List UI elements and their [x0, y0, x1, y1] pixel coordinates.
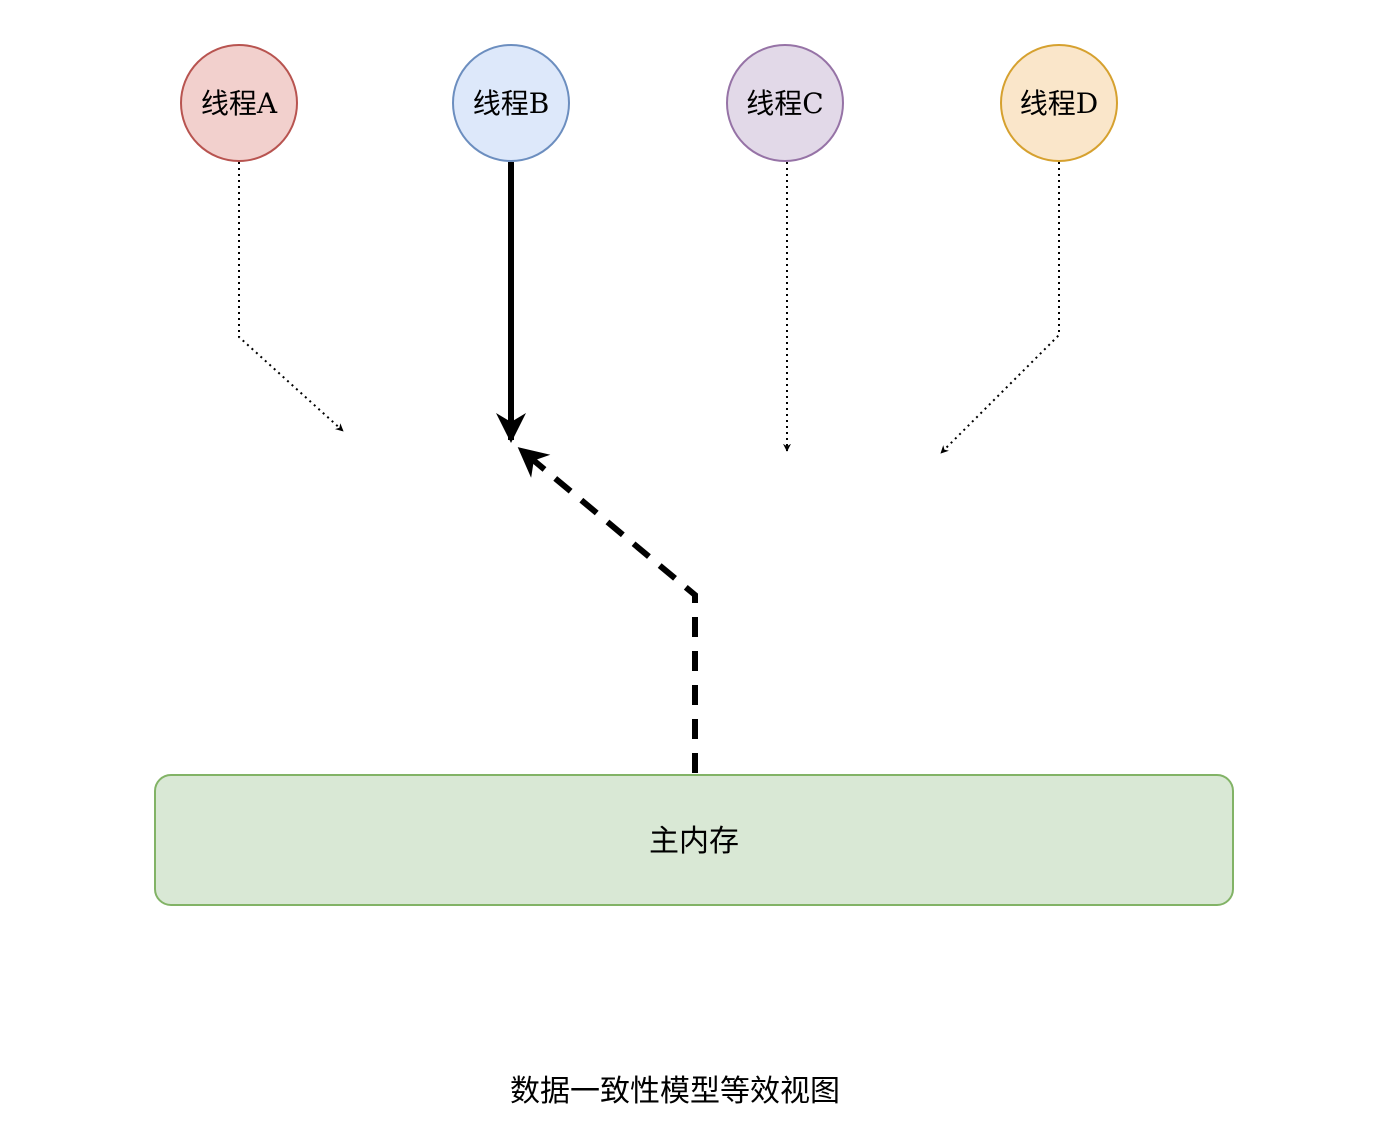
- main-memory-node: 主内存: [154, 774, 1234, 906]
- thread-a-circle: [180, 44, 298, 162]
- memory-connector: [517, 446, 698, 773]
- thread-c-circle: [726, 44, 844, 162]
- thread-b-circle: [452, 44, 570, 162]
- thread-a-connector: [238, 162, 344, 432]
- thread-b-label: 线程B: [473, 87, 550, 120]
- thread-a-node: 线程A: [180, 44, 298, 162]
- diagram-caption: 数据一致性模型等效视图: [510, 1074, 840, 1109]
- thread-c-label: 线程C: [746, 87, 823, 120]
- thread-d-label: 线程D: [1020, 87, 1098, 120]
- thread-b-node: 线程B: [452, 44, 570, 162]
- main-memory-label: 主内存: [649, 824, 739, 859]
- thread-c-node: 线程C: [726, 44, 844, 162]
- main-memory-box: [154, 774, 1234, 906]
- thread-a-label: 线程A: [201, 87, 278, 120]
- thread-d-circle: [1000, 44, 1118, 162]
- thread-d-node: 线程D: [1000, 44, 1118, 162]
- thread-d-connector: [940, 162, 1060, 454]
